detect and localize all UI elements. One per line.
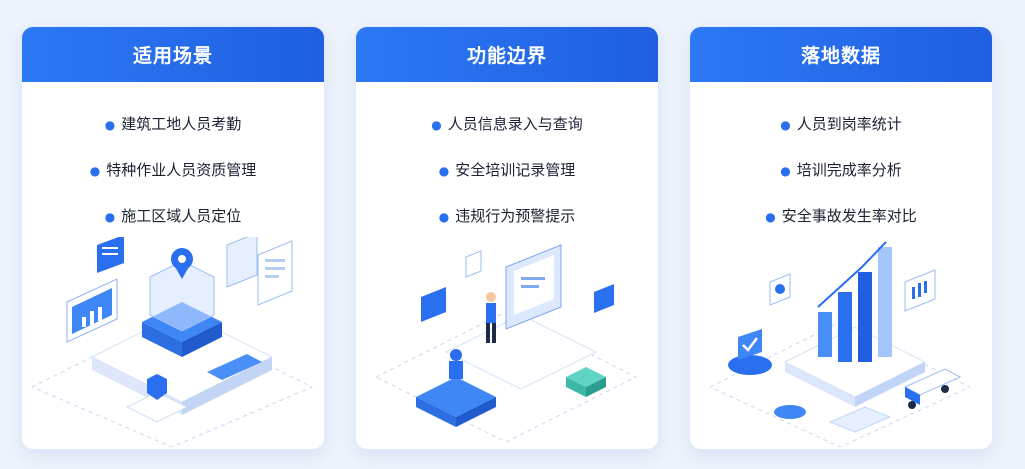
card-title: 功能边界 (466, 45, 547, 67)
card-title: 落地数据 (800, 45, 881, 67)
card-body: ● 建筑工地人员考勤 ● 特种作业人员资质管理 ● 施工区域人员定位 (22, 82, 324, 449)
list-item-label: 人员到岗率统计 (796, 115, 902, 133)
list-item-label: 违规行为预警提示 (455, 207, 576, 225)
card-title: 适用场景 (132, 45, 213, 67)
site-platform-illustration (30, 237, 314, 447)
card-header: 落地数据 (690, 27, 992, 82)
list-item-label: 建筑工地人员考勤 (121, 115, 242, 133)
list-item: ● 安全培训记录管理 (356, 158, 658, 182)
card-scenarios: 适用场景 ● 建筑工地人员考勤 ● 特种作业人员资质管理 ● 施工区域人员定位 (21, 26, 325, 450)
list-item-label: 安全事故发生率对比 (781, 207, 917, 225)
card-body: ● 人员信息录入与查询 ● 安全培训记录管理 ● 违规行为预警提示 (356, 82, 658, 449)
list-item: ● 特种作业人员资质管理 (22, 158, 324, 182)
bullet-icon: ● (780, 163, 791, 178)
item-list: ● 人员到岗率统计 ● 培训完成率分析 ● 安全事故发生率对比 (690, 112, 992, 250)
workers-display-illustration (374, 244, 638, 443)
card-body: ● 人员到岗率统计 ● 培训完成率分析 ● 安全事故发生率对比 (690, 82, 992, 449)
bullet-icon: ● (765, 209, 776, 224)
bullet-icon: ● (104, 117, 116, 132)
bullet-icon: ● (438, 209, 450, 224)
list-item: ● 建筑工地人员考勤 (22, 112, 324, 136)
bullet-icon: ● (438, 163, 450, 178)
card-data: 落地数据 ● 人员到岗率统计 ● 培训完成率分析 ● 安全事故发生率对比 (689, 26, 993, 450)
item-list: ● 人员信息录入与查询 ● 安全培训记录管理 ● 违规行为预警提示 (356, 112, 658, 250)
bullet-icon: ● (89, 163, 101, 178)
list-item: ● 人员信息录入与查询 (356, 112, 658, 136)
list-item-label: 特种作业人员资质管理 (106, 161, 257, 179)
list-item: ● 违规行为预警提示 (356, 204, 658, 228)
bullet-icon: ● (104, 209, 116, 224)
list-item-label: 施工区域人员定位 (121, 207, 242, 225)
bullet-icon: ● (431, 117, 442, 132)
list-item: ● 人员到岗率统计 (690, 112, 992, 136)
item-list: ● 建筑工地人员考勤 ● 特种作业人员资质管理 ● 施工区域人员定位 (22, 112, 324, 250)
card-functions: 功能边界 ● 人员信息录入与查询 ● 安全培训记录管理 ● 违规行为预警提示 (355, 26, 659, 450)
list-item: ● 培训完成率分析 (690, 158, 992, 182)
list-item: ● 施工区域人员定位 (22, 204, 324, 228)
list-item-label: 安全培训记录管理 (455, 161, 576, 179)
list-item-label: 培训完成率分析 (796, 161, 902, 179)
bullet-icon: ● (780, 117, 791, 132)
list-item: ● 安全事故发生率对比 (690, 204, 992, 228)
bar-chart-illustration (708, 241, 972, 447)
list-item-label: 人员信息录入与查询 (447, 115, 583, 133)
card-header: 适用场景 (22, 27, 324, 82)
card-header: 功能边界 (356, 27, 658, 82)
